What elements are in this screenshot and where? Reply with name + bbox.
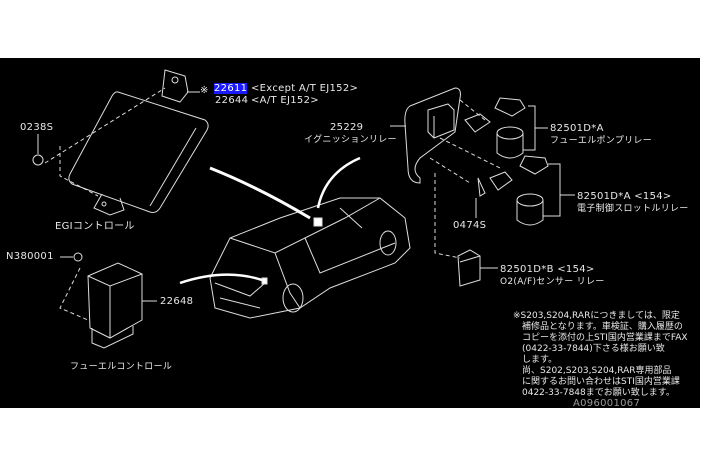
part-25229[interactable]: 25229	[330, 122, 364, 133]
part-0474s[interactable]: 0474S	[453, 220, 487, 231]
note-line: 尚、S202,S203,S204,RAR専用部品	[522, 366, 672, 376]
egi-control-label: EGIコントロール	[55, 221, 135, 232]
part-22611[interactable]: 22611	[214, 83, 248, 94]
fuel-control-unit	[59, 262, 157, 349]
note-line: 0422-33-7848までお願い致します。	[522, 388, 675, 398]
nut-n380001-icon	[73, 252, 83, 262]
o2-sensor-relay	[457, 249, 498, 287]
screw-0474s-icon	[477, 177, 486, 197]
note-line: コピーを添付の上STI国内営業課までFAX	[522, 333, 688, 343]
pointer-arrow-egi	[209, 166, 311, 220]
o2-relay-label: O2(A/F)センサー リレー	[500, 277, 605, 287]
figure-id: A096001067	[573, 398, 641, 409]
part-0238s[interactable]: 0238S	[20, 122, 54, 133]
egi-control-unit	[44, 69, 209, 216]
note-line: ※S203,S204,RARにつきましては、限定	[513, 311, 680, 321]
parts-diagram: ※ 22611 <Except A/T EJ152> 22644 <A/T EJ…	[0, 58, 700, 409]
car-illustration	[209, 197, 411, 319]
throttle-relay-label: 電子制御スロットルリレー	[577, 204, 689, 214]
note-line: します。	[522, 355, 558, 365]
ignition-relay-label: イグニッションリレー	[304, 135, 397, 145]
note-line: (0422-33-7844)下さる様お願い致	[522, 344, 665, 354]
throttle-relay	[489, 155, 575, 226]
pointer-arrow-fuel	[179, 273, 263, 285]
pointer-arrow-relay	[316, 156, 361, 209]
part-22648[interactable]: 22648	[160, 296, 194, 307]
note-line: に関するお問い合わせはSTI国内営業課	[522, 377, 680, 387]
fuel-pump-relay	[464, 97, 548, 159]
notes-block: ※S203,S204,RARにつきましては、限定 補修品となります。車検証、購入…	[513, 311, 688, 399]
asterisk-mark: ※	[200, 85, 209, 96]
nut-0238s-icon	[32, 154, 44, 166]
note-line: 補修品となります。車検証、購入履歴の	[522, 322, 683, 332]
part-22611-note: <Except A/T EJ152>	[251, 83, 359, 94]
part-22644-note: <A/T EJ152>	[251, 95, 319, 106]
fuel-pump-relay-label: フューエルポンプリレー	[550, 136, 653, 146]
part-22644[interactable]: 22644	[215, 95, 249, 106]
part-82501d-a[interactable]: 82501D*A	[550, 123, 604, 134]
part-82501d-b-154[interactable]: 82501D*B <154>	[500, 264, 595, 275]
part-82501d-a-154[interactable]: 82501D*A <154>	[577, 191, 672, 202]
line-art	[32, 69, 575, 349]
relay-bracket	[390, 87, 501, 259]
part-n380001[interactable]: N380001	[6, 251, 54, 262]
fuel-control-label: フューエルコントロール	[70, 362, 173, 372]
